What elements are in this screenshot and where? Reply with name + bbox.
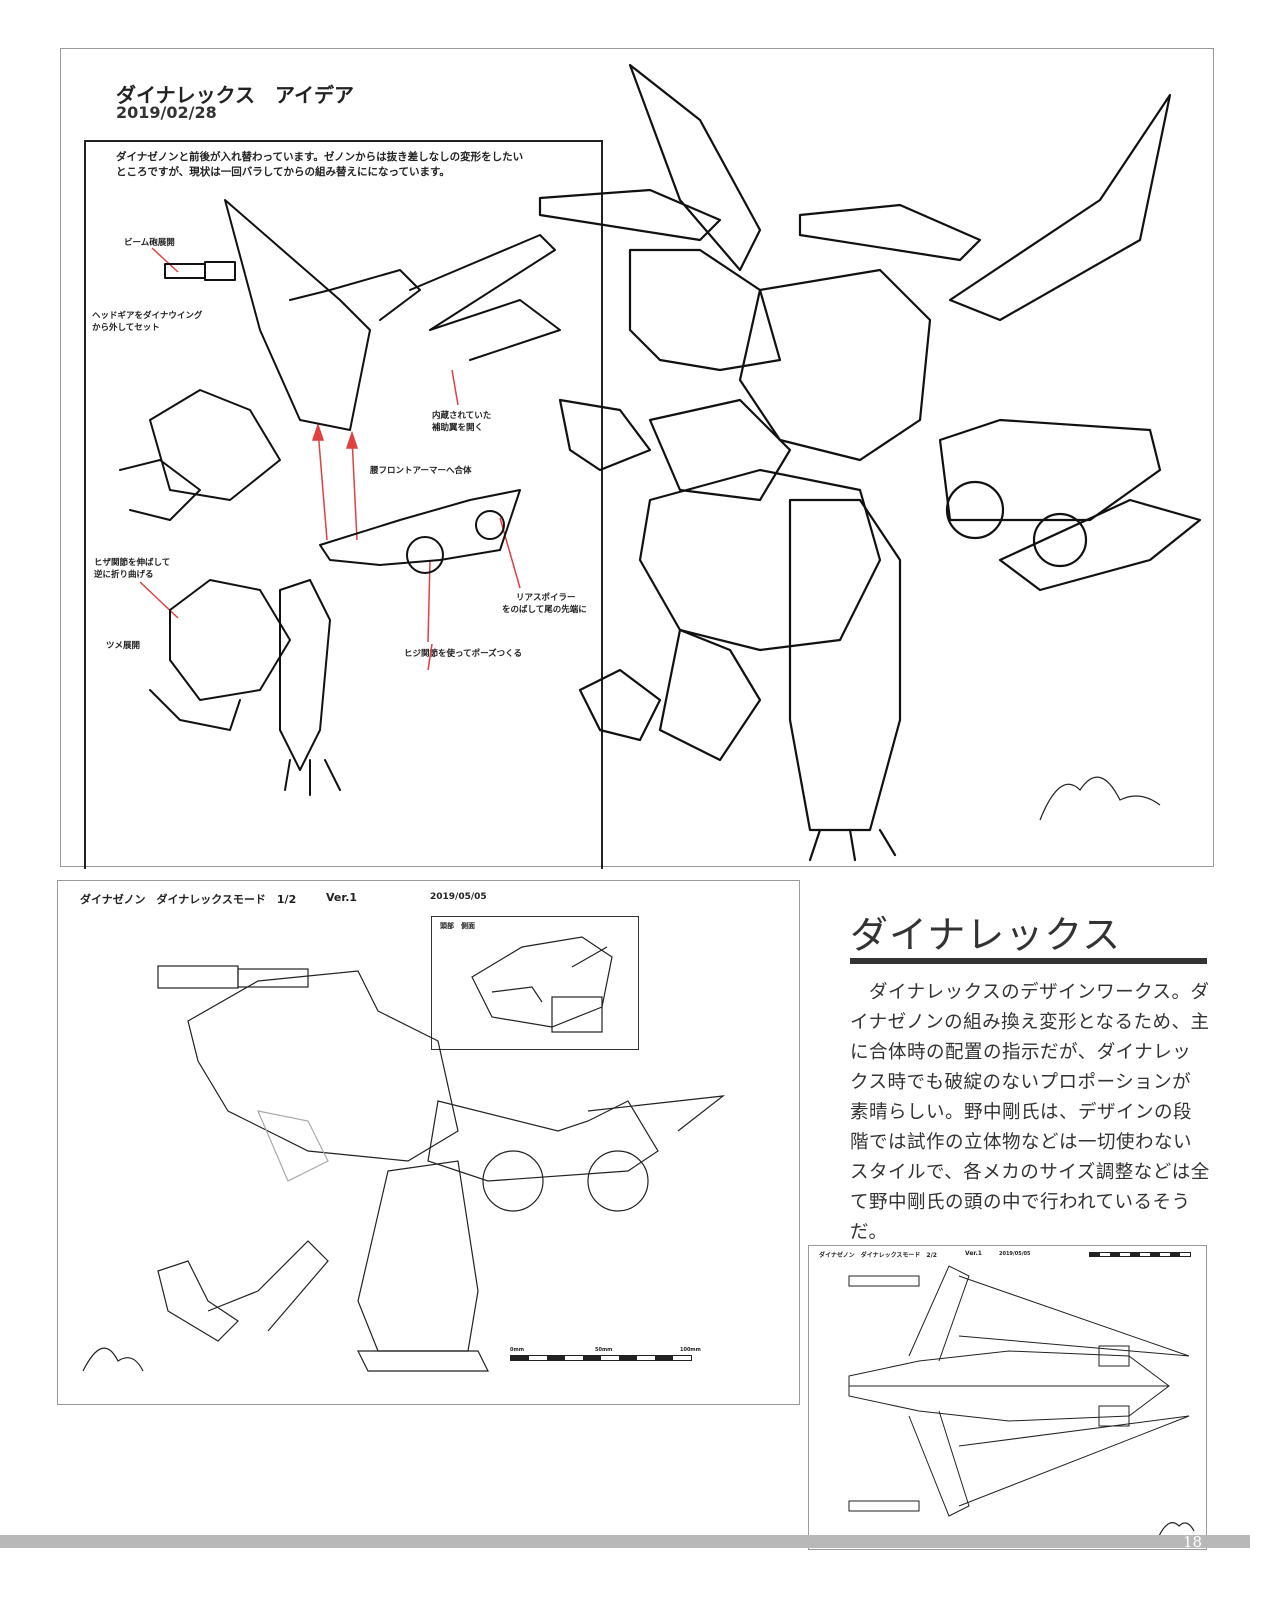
transformation-sketch bbox=[119, 63, 1202, 862]
page-footer-bar: 18 bbox=[0, 1533, 1250, 1551]
scale-bar-graphic bbox=[510, 1355, 692, 1361]
annotation: をのばして尾の先端に bbox=[502, 605, 587, 615]
inset-label: 頭部 側面 bbox=[440, 922, 475, 930]
annotation: ヘッドギアをダイナウイング bbox=[92, 311, 203, 321]
drawing-version: Ver.1 bbox=[965, 1250, 982, 1257]
annotation: 内蔵されていた bbox=[432, 411, 492, 421]
scale-label: 50mm bbox=[595, 1347, 613, 1353]
page-number: 18 bbox=[1183, 1533, 1203, 1551]
annotation: 逆に折り曲げる bbox=[94, 570, 154, 580]
article-heading: ダイナレックス bbox=[850, 913, 1122, 957]
artist-signature bbox=[1039, 776, 1161, 821]
drawing-header: ダイナゼノン ダイナレックスモード 2/2 bbox=[819, 1252, 937, 1259]
top-view-sketch bbox=[848, 1265, 1195, 1537]
heading-underline bbox=[850, 958, 1207, 964]
annotation: ツメ展開 bbox=[106, 641, 141, 651]
annotation: から外してセット bbox=[92, 323, 160, 333]
drawing-date: 2019/05/05 bbox=[430, 892, 487, 902]
idea-sheet-title: ダイナレックス アイデア bbox=[116, 83, 354, 107]
orthographic-drawing-panel: ダイナゼノン ダイナレックスモード 1/2 Ver.1 2019/05/05 頭… bbox=[57, 880, 800, 1405]
top-view-drawing-panel: ダイナゼノン ダイナレックスモード 2/2 Ver.1 2019/05/05 bbox=[808, 1245, 1207, 1550]
idea-sheet-panel: ダイナレックス アイデア 2019/02/28 ダイナゼノンと前後が入れ替わって… bbox=[60, 48, 1214, 869]
note-line: ダイナゼノンと前後が入れ替わっています。ゼノンからは抜き差しなしの変形をしたい bbox=[116, 151, 524, 163]
annotation: 補助翼を開く bbox=[432, 423, 484, 433]
artist-signature bbox=[1158, 1522, 1195, 1537]
scale-label: 100mm bbox=[680, 1347, 701, 1353]
idea-note-box bbox=[84, 140, 603, 869]
drawing-date: 2019/05/05 bbox=[999, 1251, 1031, 1257]
idea-note-text: ダイナゼノンと前後が入れ替わっています。ゼノンからは抜き差しなしの変形をしたい … bbox=[116, 150, 523, 180]
head-side-sketch bbox=[471, 936, 613, 1033]
note-line: ところですが、現状は一回バラしてからの組み替えにになっています。 bbox=[116, 166, 450, 178]
annotation: ビーム砲展開 bbox=[124, 238, 175, 248]
annotation: リアスポイラー bbox=[516, 593, 576, 603]
drawing-header: ダイナゼノン ダイナレックスモード 1/2 bbox=[80, 893, 297, 906]
idea-sheet-date: 2019/02/28 bbox=[116, 103, 217, 122]
annotation: 腰フロントアーマーへ合体 bbox=[370, 466, 472, 476]
artist-signature bbox=[82, 1347, 144, 1372]
annotation: ヒザ関節を伸ばして bbox=[94, 558, 171, 568]
side-view-sketch bbox=[82, 965, 726, 1372]
annotation: ヒジ関節を使ってポーズつくる bbox=[404, 649, 522, 659]
scale-bar-graphic bbox=[1089, 1252, 1191, 1257]
article-body: ダイナレックスのデザインワークス。ダイナゼノンの組み換え変形となるため、主に合体… bbox=[850, 982, 1210, 1243]
head-side-inset: 頭部 側面 bbox=[431, 916, 639, 1050]
drawing-version: Ver.1 bbox=[326, 891, 358, 904]
scale-label: 0mm bbox=[510, 1347, 524, 1353]
